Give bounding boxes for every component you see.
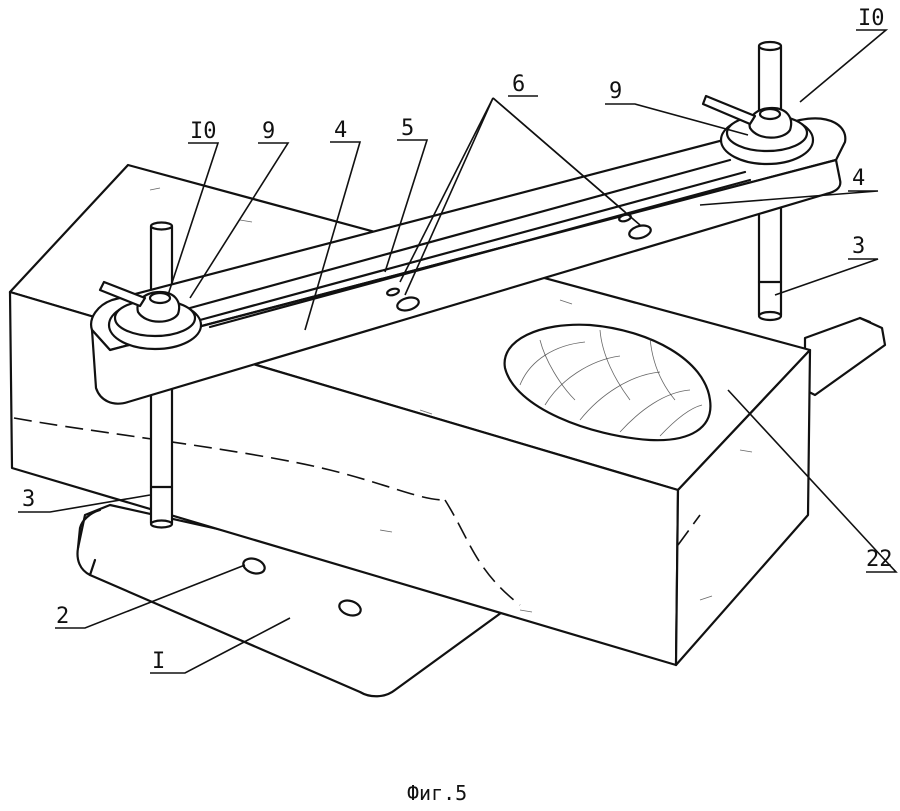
figure-caption: Фиг.5	[407, 781, 467, 805]
label-part-10-right: I0	[858, 6, 885, 31]
label-part-22: 22	[866, 547, 893, 572]
plate-hole-right	[338, 599, 362, 617]
label-part-5: 5	[401, 116, 414, 141]
label-part-9-left: 9	[262, 119, 275, 144]
cavity-outline	[503, 323, 712, 442]
label-part-1: I	[152, 649, 165, 674]
plate-hole-left	[242, 557, 266, 575]
label-part-4-right: 4	[852, 166, 865, 191]
label-part-3-left: 3	[22, 487, 35, 512]
label-part-9-right: 9	[609, 79, 622, 104]
right-clamp	[701, 94, 815, 166]
bar-hole-left	[396, 296, 420, 312]
left-clamp	[98, 280, 203, 351]
label-part-6: 6	[512, 72, 525, 97]
label-part-4-top: 4	[334, 118, 347, 143]
bar-hole-right	[628, 224, 652, 240]
label-part-3-right: 3	[852, 234, 865, 259]
leader-lines	[18, 29, 898, 674]
label-part-10-left: I0	[190, 119, 217, 144]
traverse-bar	[90, 117, 847, 405]
label-part-2: 2	[56, 604, 69, 629]
part-labels: I 2 3 3 4 4 5 6 9 9 I0 I0 22	[22, 6, 893, 674]
base-plate	[76, 316, 887, 698]
